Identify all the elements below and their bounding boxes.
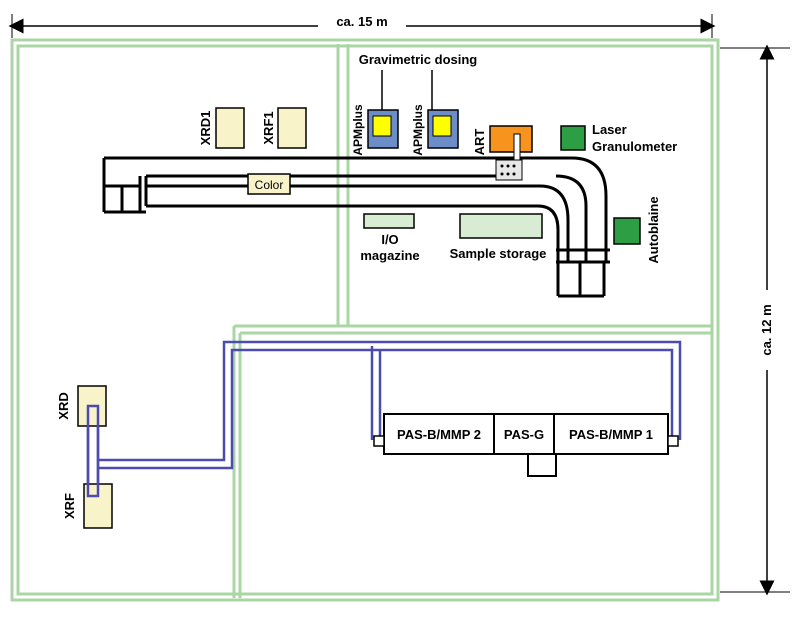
sample-storage-label: Sample storage bbox=[450, 246, 547, 261]
width-label: ca. 15 m bbox=[336, 14, 387, 29]
xrd1-instrument bbox=[215, 107, 245, 149]
autoblaine-instrument bbox=[613, 217, 641, 245]
xrd-label: XRD bbox=[56, 392, 71, 419]
color-label: Color bbox=[255, 178, 284, 192]
io-label: I/O bbox=[381, 232, 398, 247]
pas-station-row bbox=[373, 413, 679, 477]
apmplus-2-label: APMplus bbox=[411, 104, 425, 156]
color-instrument bbox=[247, 173, 291, 195]
xrd1-label: XRD1 bbox=[198, 111, 213, 146]
laser-label: Laser bbox=[592, 122, 627, 137]
sample-storage-unit bbox=[459, 213, 543, 239]
conveyor-belt bbox=[102, 156, 610, 298]
art-instrument bbox=[489, 125, 533, 153]
height-dimension: ca. 12 m bbox=[720, 44, 790, 596]
xrf1-instrument bbox=[277, 107, 307, 149]
apmplus-1-label: APMplus bbox=[351, 104, 365, 156]
art-label: ART bbox=[472, 129, 487, 156]
xrf1-label: XRF1 bbox=[261, 111, 276, 144]
art-robot-arm bbox=[495, 133, 523, 181]
pas-g-label: PAS-G bbox=[504, 427, 544, 442]
magazine-label: magazine bbox=[360, 248, 419, 263]
height-label: ca. 12 m bbox=[759, 304, 774, 355]
pas-b-mmp-2-label: PAS-B/MMP 2 bbox=[397, 427, 481, 442]
tube-system bbox=[86, 340, 682, 498]
laser-granulometer-instrument bbox=[560, 125, 586, 151]
width-dimension: ca. 15 m bbox=[8, 10, 716, 38]
gravimetric-dosing-label: Gravimetric dosing bbox=[359, 52, 478, 67]
io-magazine-unit bbox=[363, 213, 415, 229]
autoblaine-label: Autoblaine bbox=[646, 196, 661, 263]
pas-b-mmp-1-label: PAS-B/MMP 1 bbox=[569, 427, 653, 442]
granulometer-label: Granulometer bbox=[592, 139, 677, 154]
xrf-label: XRF bbox=[62, 493, 77, 519]
